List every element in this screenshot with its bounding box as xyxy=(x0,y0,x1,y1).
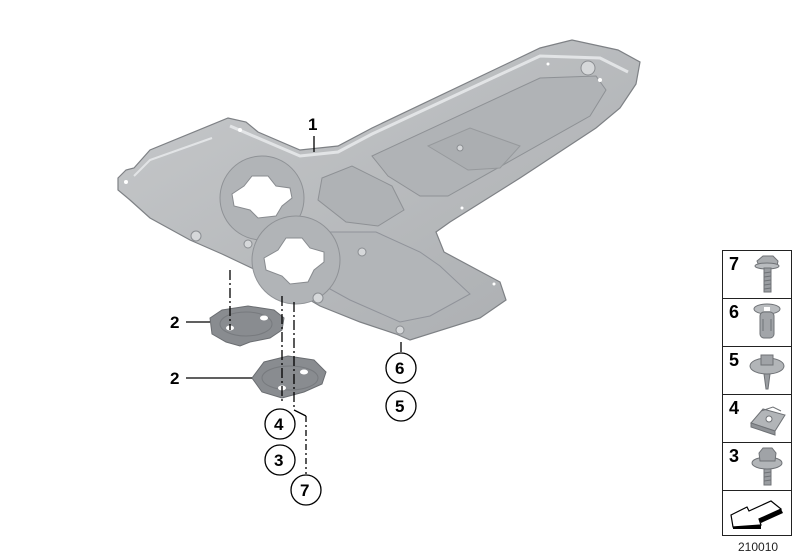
flange-bolt-icon xyxy=(754,255,780,293)
svg-text:4: 4 xyxy=(274,415,284,434)
legend-number: 3 xyxy=(729,446,740,466)
legend-item-3[interactable]: 3 xyxy=(723,443,791,491)
legend-number: 4 xyxy=(729,398,740,418)
callout-2-upper[interactable]: 2 xyxy=(170,313,179,332)
legend-item-4[interactable]: 4 xyxy=(723,395,791,443)
callout-1[interactable]: 1 xyxy=(308,115,317,134)
legend-item-6[interactable]: 6 xyxy=(723,299,791,347)
legend-item-5[interactable]: 5 xyxy=(723,347,791,395)
protection-plate-upper[interactable] xyxy=(209,305,285,347)
legend-number: 5 xyxy=(729,350,740,370)
direction-arrow-icon xyxy=(730,500,783,529)
callout-5[interactable]: 5 xyxy=(385,390,417,422)
svg-text:2: 2 xyxy=(170,369,179,388)
protection-plate-lower[interactable] xyxy=(251,355,327,399)
svg-text:7: 7 xyxy=(300,481,309,500)
legend-item-7[interactable]: 7 xyxy=(723,251,791,299)
legend-number: 7 xyxy=(729,254,740,274)
callout-4[interactable]: 4 xyxy=(264,408,296,440)
svg-text:2: 2 xyxy=(170,313,179,332)
clip-nut-icon xyxy=(750,406,786,436)
document-id: 210010 xyxy=(738,540,779,554)
svg-text:1: 1 xyxy=(308,115,317,134)
expanding-nut-icon xyxy=(753,303,781,339)
underbody-shield-part[interactable] xyxy=(117,39,641,341)
callout-6[interactable]: 6 xyxy=(385,352,417,384)
svg-text:6: 6 xyxy=(395,359,404,378)
callout-2-lower[interactable]: 2 xyxy=(170,369,179,388)
hex-bolt-washer-icon xyxy=(751,447,783,486)
svg-text:3: 3 xyxy=(274,451,283,470)
leader-lines xyxy=(186,136,402,474)
legend-number: 6 xyxy=(729,302,740,322)
legend-direction-arrow xyxy=(723,491,791,535)
collar-screw-icon xyxy=(749,354,785,390)
svg-text:5: 5 xyxy=(395,397,404,416)
callout-7[interactable]: 7 xyxy=(290,474,322,506)
callout-3[interactable]: 3 xyxy=(264,444,296,476)
fastener-legend: 7 6 5 4 xyxy=(722,250,792,536)
